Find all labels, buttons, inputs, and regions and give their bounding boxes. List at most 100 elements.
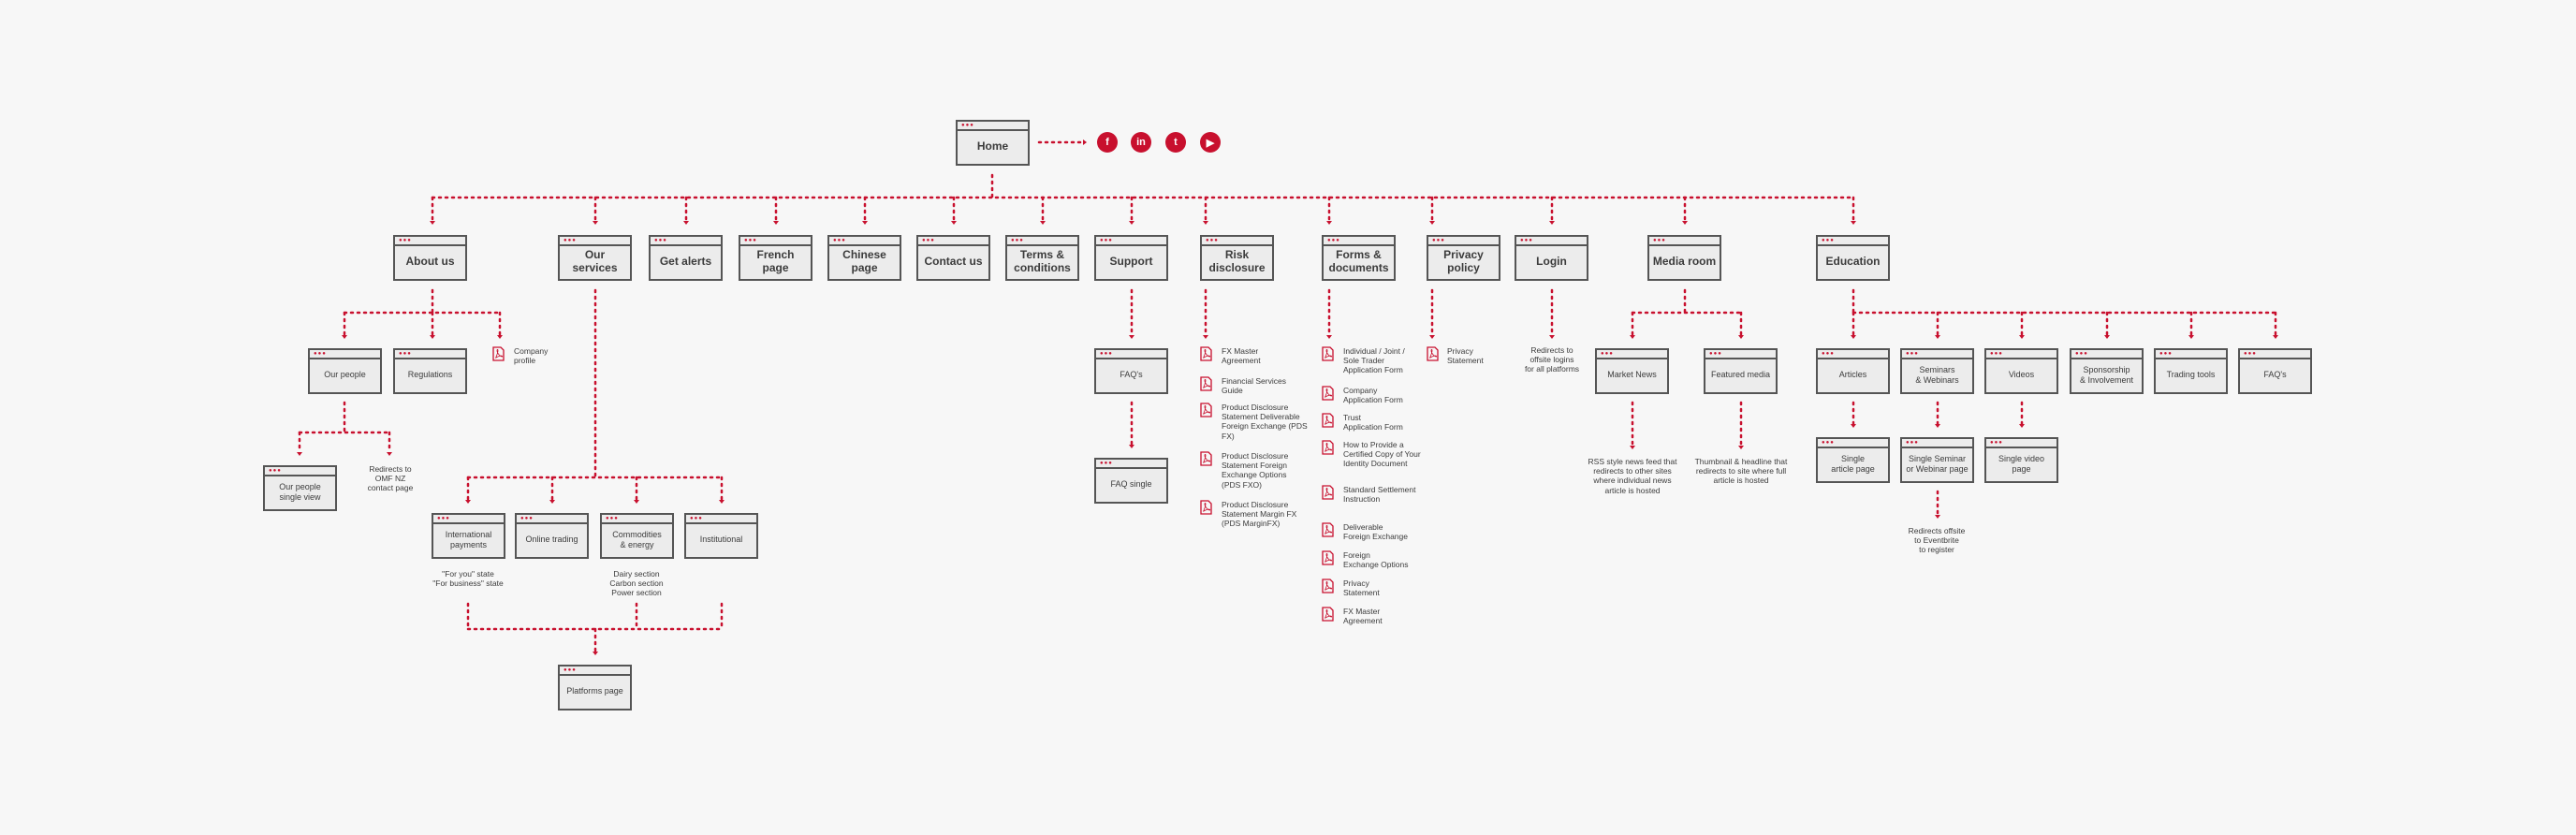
pdf-icon[interactable] (1200, 403, 1212, 418)
single-video-page[interactable]: ●●●Single video page (1984, 437, 2058, 483)
online-trading-page[interactable]: ●●●Online trading (515, 513, 589, 559)
home-label: Home (976, 139, 1009, 153)
arrowhead (683, 221, 689, 225)
forms-documents-page[interactable]: ●●●Forms & documents (1322, 235, 1396, 281)
pdf-icon[interactable] (1200, 500, 1212, 515)
get-alerts-page[interactable]: ●●●Get alerts (649, 235, 723, 281)
forms-document-text: Company Application Form (1343, 386, 1403, 405)
faq-single-page[interactable]: ●●●FAQ single (1094, 458, 1168, 504)
our-people-single-view-page[interactable]: ●●●Our people single view (263, 465, 337, 511)
arrowhead (1630, 446, 1635, 449)
arrowhead (1203, 335, 1208, 339)
institutional-label: Institutional (699, 535, 743, 545)
arrowhead (430, 335, 435, 339)
single-video-label: Single video page (1998, 454, 2045, 474)
our-people-label: Our people (324, 370, 366, 380)
arrowhead (1738, 446, 1744, 449)
pdf-icon[interactable] (492, 346, 505, 361)
videos-page[interactable]: ●●●Videos (1984, 348, 2058, 394)
pdf-icon[interactable] (1427, 346, 1439, 361)
youtube-icon[interactable]: ▶ (1200, 132, 1221, 153)
linkedin-icon[interactable]: in (1131, 132, 1151, 153)
commodities-energy-page[interactable]: ●●●Commodities & energy (600, 513, 674, 559)
french-page[interactable]: ●●●French page (739, 235, 812, 281)
forms-document-text: Individual / Joint / Sole Trader Applica… (1343, 346, 1405, 375)
institutional-page[interactable]: ●●●Institutional (684, 513, 758, 559)
arrowhead (1429, 221, 1435, 225)
arrowhead (773, 221, 779, 225)
pdf-icon[interactable] (1200, 451, 1212, 466)
chinese-page[interactable]: ●●●Chinese page (827, 235, 901, 281)
videos-label: Videos (2008, 370, 2035, 380)
our-people-page[interactable]: ●●●Our people (308, 348, 382, 394)
education-faqs-label: FAQ's (2263, 370, 2287, 380)
pdf-icon[interactable] (1322, 440, 1334, 455)
privacy-policy-page[interactable]: ●●●Privacy policy (1427, 235, 1500, 281)
terms-page[interactable]: ●●●Terms & conditions (1005, 235, 1079, 281)
forms-document-text: Trust Application Form (1343, 413, 1403, 432)
pdf-icon[interactable] (1322, 607, 1334, 622)
linkedin-glyph: in (1136, 137, 1146, 148)
single-article-label: Single article page (1831, 454, 1875, 474)
arrowhead (430, 221, 435, 225)
pdf-icon[interactable] (1322, 485, 1334, 500)
faqs-page[interactable]: ●●●FAQ's (1094, 348, 1168, 394)
forms-documents-label: Forms & documents (1328, 247, 1389, 274)
pdf-icon[interactable] (1322, 346, 1334, 361)
single-seminar-page[interactable]: ●●●Single Seminar or Webinar page (1900, 437, 1974, 483)
seminars-webinars-page[interactable]: ●●●Seminars & Webinars (1900, 348, 1974, 394)
pdf-icon[interactable] (1322, 522, 1334, 537)
international-payments-label: International payments (445, 530, 492, 549)
arrowhead (2188, 335, 2194, 339)
arrowhead (1935, 424, 1940, 428)
arrowhead (1738, 335, 1744, 339)
arrowhead (593, 221, 598, 225)
facebook-icon[interactable]: f (1097, 132, 1118, 153)
about-us-page[interactable]: ●●●About us (393, 235, 467, 281)
company-profile-text: Company profile (514, 346, 549, 366)
login-label: Login (1536, 254, 1567, 268)
our-services-page[interactable]: ●●●Our services (558, 235, 632, 281)
pdf-icon[interactable] (1200, 376, 1212, 391)
single-article-page[interactable]: ●●●Single article page (1816, 437, 1890, 483)
support-page[interactable]: ●●●Support (1094, 235, 1168, 281)
arrowhead (549, 500, 555, 504)
market-news-page[interactable]: ●●●Market News (1595, 348, 1669, 394)
articles-page[interactable]: ●●●Articles (1816, 348, 1890, 394)
contact-us-page[interactable]: ●●●Contact us (916, 235, 990, 281)
forms-document-text: Deliverable Foreign Exchange (1343, 522, 1408, 542)
arrowhead (593, 652, 598, 655)
home-page[interactable]: ●●● Home (956, 120, 1030, 166)
arrowhead (1935, 335, 1940, 339)
articles-label: Articles (1838, 370, 1867, 380)
arrowhead (1851, 221, 1856, 225)
risk-disclosure-page[interactable]: ●●●Risk disclosure (1200, 235, 1274, 281)
forms-document-text: How to Provide a Certified Copy of Your … (1343, 440, 1421, 469)
twitter-icon[interactable]: t (1165, 132, 1186, 153)
international-payments-page[interactable]: ●●●International payments (432, 513, 505, 559)
sponsorship-page[interactable]: ●●●Sponsorship & Involvement (2070, 348, 2144, 394)
trading-tools-label: Trading tools (2166, 370, 2216, 380)
arrowhead (1040, 221, 1046, 225)
offsite-logins-note: Redirects to offsite logins for all plat… (1524, 345, 1580, 374)
arrowhead (1083, 139, 1087, 145)
featured-media-page[interactable]: ●●●Featured media (1704, 348, 1778, 394)
arrowhead (1129, 335, 1134, 339)
pdf-icon[interactable] (1322, 413, 1334, 428)
risk-document-text: FX Master Agreement (1222, 346, 1261, 366)
pdf-icon[interactable] (1322, 386, 1334, 401)
education-faqs-page[interactable]: ●●●FAQ's (2238, 348, 2312, 394)
arrowhead (1429, 335, 1435, 339)
trading-tools-page[interactable]: ●●●Trading tools (2154, 348, 2228, 394)
arrowhead (1326, 335, 1332, 339)
regulations-page[interactable]: ●●●Regulations (393, 348, 467, 394)
pdf-icon[interactable] (1322, 579, 1334, 593)
education-page[interactable]: ●●●Education (1816, 235, 1890, 281)
platforms-page[interactable]: ●●●Platforms page (558, 665, 632, 710)
faq-single-label: FAQ single (1110, 479, 1152, 490)
pdf-icon[interactable] (1322, 550, 1334, 565)
pdf-icon[interactable] (1200, 346, 1212, 361)
login-page[interactable]: ●●●Login (1515, 235, 1588, 281)
media-room-page[interactable]: ●●●Media room (1647, 235, 1721, 281)
market-news-label: Market News (1607, 370, 1657, 380)
